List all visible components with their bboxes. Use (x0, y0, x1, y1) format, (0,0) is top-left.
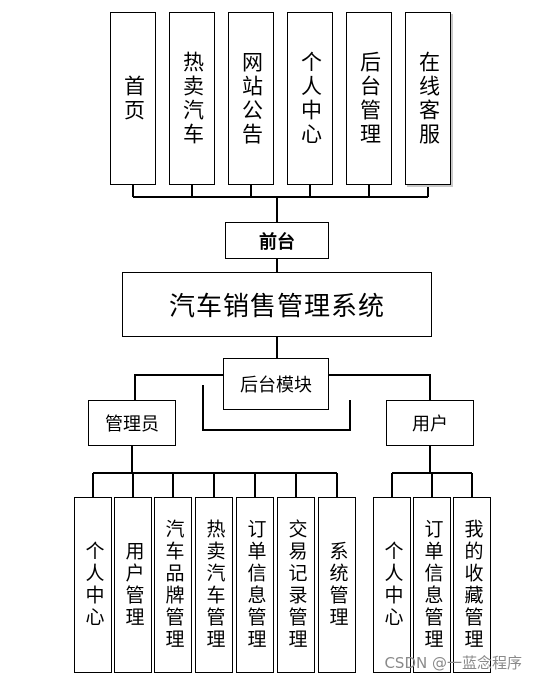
admin-module-transaction-records: 交易记录管理 (277, 497, 315, 673)
admin-module-hot-car-management: 热卖汽车管理 (195, 497, 233, 673)
system-title-node: 汽车销售管理系统 (122, 272, 432, 337)
front-module-personal-center: 个人中心 (287, 12, 333, 185)
front-node: 前台 (225, 222, 329, 259)
admin-module-system-management: 系统管理 (318, 497, 356, 673)
backend-node: 后台模块 (223, 358, 329, 410)
user-module-order-management: 订单信息管理 (413, 497, 451, 673)
admin-module-car-brand-management: 汽车品牌管理 (154, 497, 192, 673)
front-module-announcements: 网站公告 (228, 12, 274, 185)
front-module-admin-panel: 后台管理 (346, 12, 392, 185)
user-node: 用户 (386, 400, 474, 446)
watermark: CSDN @一蓝念程序 (384, 654, 522, 672)
front-module-hot-cars: 热卖汽车 (169, 12, 215, 185)
front-module-home: 首页 (110, 12, 156, 185)
user-module-personal-center: 个人中心 (373, 497, 411, 673)
admin-module-personal-center: 个人中心 (74, 497, 112, 673)
admin-module-order-management: 订单信息管理 (236, 497, 274, 673)
admin-module-user-management: 用户管理 (114, 497, 152, 673)
front-module-online-service: 在线客服 (405, 12, 451, 185)
admin-node: 管理员 (88, 400, 176, 446)
user-module-favorites-management: 我的收藏管理 (453, 497, 491, 673)
